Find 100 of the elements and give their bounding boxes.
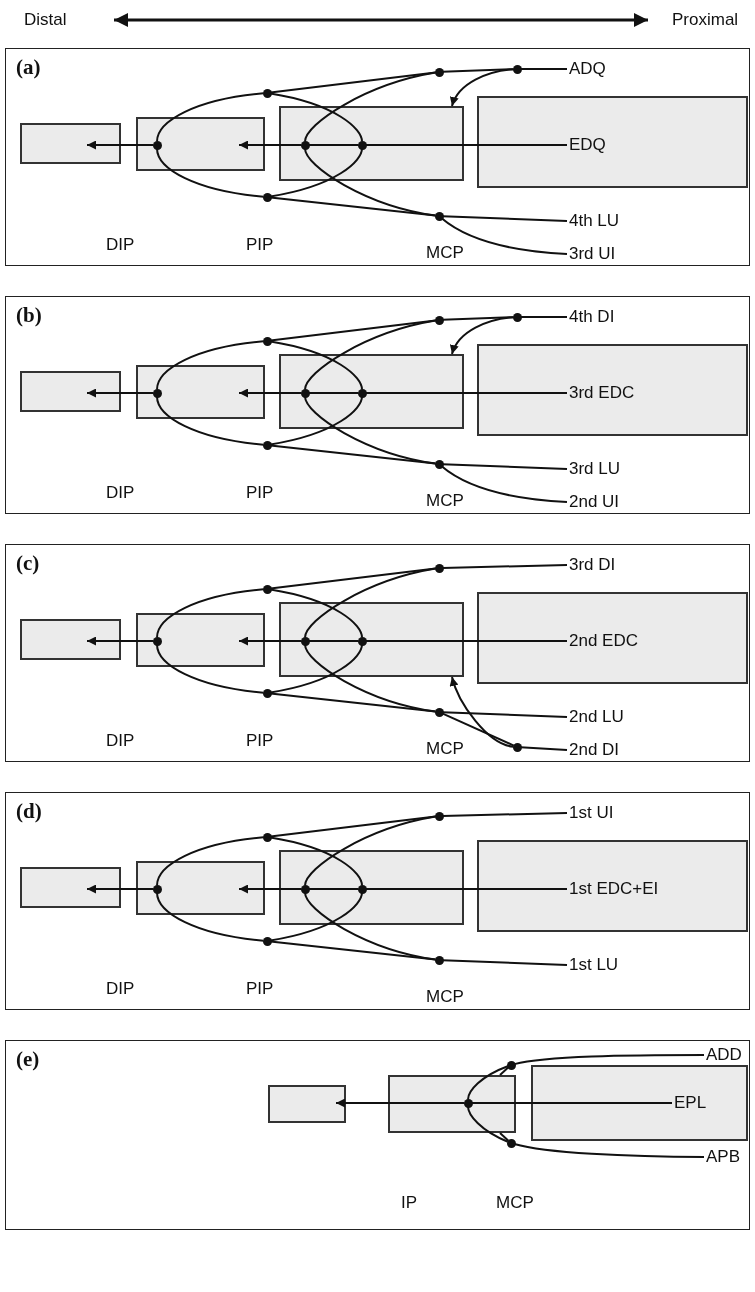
tendon-label: EDQ	[569, 135, 606, 155]
junction-dot	[506, 1060, 516, 1070]
tendon-line	[441, 215, 568, 222]
junction-dot	[262, 936, 272, 946]
tendon-line	[156, 891, 265, 942]
junction-dot	[434, 811, 444, 821]
bone-box	[279, 602, 464, 677]
bone-box	[388, 1075, 516, 1133]
tendon-line	[441, 712, 515, 747]
junction-dot	[434, 459, 444, 469]
junction-dot	[300, 388, 310, 398]
tendon-line	[269, 643, 363, 694]
tendon-line	[440, 465, 568, 503]
tendon-line	[307, 144, 360, 146]
junction-dot	[152, 140, 162, 150]
bone-box	[477, 344, 748, 436]
tendon-label: 2nd EDC	[569, 631, 638, 651]
joint-label: MCP	[426, 739, 464, 759]
tendon-line	[86, 388, 155, 398]
panel-label: (e)	[16, 1047, 40, 1072]
junction-dot	[434, 563, 444, 573]
bone-box	[20, 867, 121, 908]
tendon-line	[307, 640, 360, 642]
tendon-line	[269, 92, 363, 143]
tendon-line	[450, 68, 515, 107]
tendon-line	[156, 643, 265, 694]
junction-dot	[300, 636, 310, 646]
tendon-line	[441, 711, 568, 718]
junction-dot	[262, 584, 272, 594]
tendon-line	[86, 140, 155, 150]
bone-box	[268, 1085, 346, 1123]
tendon-line	[304, 395, 437, 465]
tendon-line	[269, 692, 437, 713]
tendon-line	[307, 392, 360, 394]
direction-label: Distal	[24, 10, 67, 30]
bone-box	[279, 850, 464, 925]
panel-frame	[5, 1040, 750, 1230]
tendon-line	[519, 316, 568, 318]
tendon-line	[156, 588, 265, 639]
junction-dot	[152, 388, 162, 398]
joint-label: DIP	[106, 731, 135, 751]
joint-label: DIP	[106, 483, 135, 503]
junction-dot	[512, 312, 522, 322]
tendon-line	[156, 147, 265, 198]
bone-box	[531, 1065, 748, 1141]
tendon-label: 1st EDC+EI	[569, 879, 659, 899]
tendon-line	[269, 940, 437, 961]
junction-dot	[357, 140, 367, 150]
tendon-line	[304, 147, 437, 217]
bone-box	[136, 365, 265, 419]
tendon-line	[86, 636, 155, 646]
tendon-label: EPL	[674, 1093, 707, 1113]
direction-label: Proximal	[672, 10, 739, 30]
tendon-label: 2nd DI	[569, 740, 620, 760]
tendon-line	[304, 567, 437, 639]
junction-dot	[262, 88, 272, 98]
tendon-label: 3rd EDC	[569, 383, 635, 403]
panel-label: (b)	[16, 303, 42, 328]
panel-label: (d)	[16, 799, 42, 824]
bone-box	[477, 840, 748, 932]
tendon-line	[269, 588, 363, 639]
tendon-label: 3rd LU	[569, 459, 621, 479]
tendon-line	[238, 884, 303, 894]
tendon-line	[269, 340, 363, 391]
bone-box	[279, 354, 464, 429]
bone-box	[20, 371, 121, 412]
tendon-line	[304, 643, 437, 713]
panel-label: (c)	[16, 551, 40, 576]
joint-label: PIP	[246, 979, 274, 999]
tendon-line	[238, 636, 303, 646]
tendon-line	[519, 68, 568, 70]
junction-dot	[512, 64, 522, 74]
junction-dot	[357, 388, 367, 398]
tendon-label: 1st LU	[569, 955, 619, 975]
junction-dot	[434, 211, 444, 221]
tendon-line	[467, 1105, 509, 1143]
tendon-line	[440, 217, 568, 255]
panel-frame	[5, 544, 750, 762]
joint-label: MCP	[426, 987, 464, 1007]
tendon-label: 2nd UI	[569, 492, 620, 512]
tendon-line	[364, 888, 568, 890]
tendon-line	[335, 1098, 466, 1108]
tendon-line	[364, 640, 568, 642]
junction-dot	[512, 742, 522, 752]
tendon-line	[269, 196, 437, 217]
tendon-line	[519, 746, 568, 751]
panel-label: (a)	[16, 55, 41, 80]
joint-label: DIP	[106, 979, 135, 999]
bone-box	[279, 106, 464, 181]
tendon-line	[450, 316, 515, 355]
panel-frame	[5, 792, 750, 1010]
tendon-line	[238, 140, 303, 150]
tendon-line	[304, 71, 437, 143]
tendon-line	[156, 836, 265, 887]
tendon-line	[304, 319, 437, 391]
tendon-line	[86, 884, 155, 894]
junction-dot	[357, 636, 367, 646]
tendon-label: 4th LU	[569, 211, 620, 231]
tendon-line	[513, 1142, 705, 1158]
tendon-line	[269, 147, 363, 198]
